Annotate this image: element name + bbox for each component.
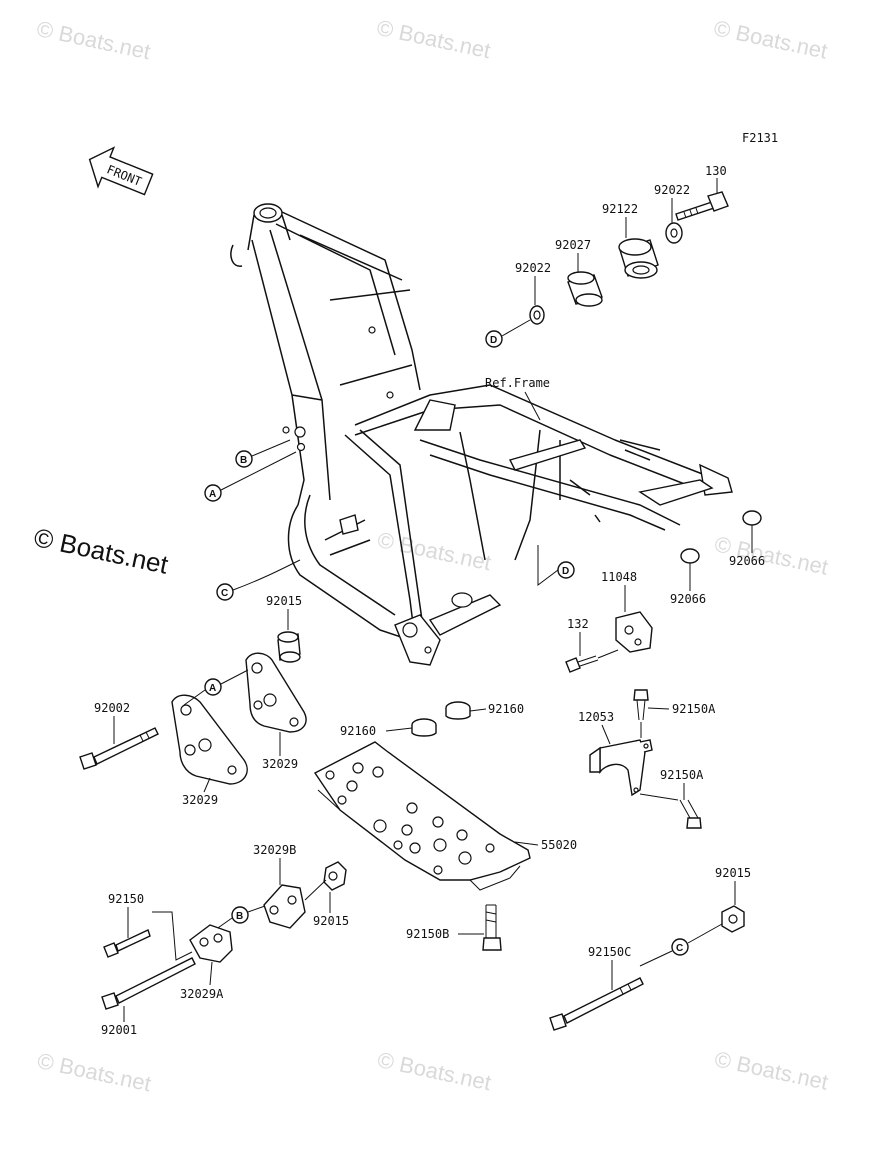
- bolt-92002: [79, 727, 159, 770]
- svg-text:© Boats.net: © Boats.net: [35, 16, 153, 64]
- bolt-92150B: [482, 904, 502, 951]
- label-92015-top: 92015: [266, 594, 302, 608]
- label-92022-left: 92022: [515, 261, 551, 275]
- callout-c-bottom: [671, 938, 689, 956]
- svg-text:A: A: [209, 683, 216, 694]
- svg-text:© Boats.net: © Boats.net: [31, 522, 171, 580]
- label-130: 130: [705, 164, 727, 178]
- front-arrow-icon: FRONT: [88, 146, 154, 196]
- clamp-12053: [589, 739, 653, 797]
- callout-a-plates: [204, 678, 222, 696]
- plate-32029-right: [245, 652, 307, 733]
- collar-92122: [618, 238, 659, 279]
- skid-plate-55020: [313, 741, 531, 891]
- label-32029B: 32029B: [253, 843, 296, 857]
- label-92015-right: 92015: [715, 866, 751, 880]
- bolt-92150A-top: [633, 689, 649, 721]
- bolt-92150C: [549, 977, 644, 1031]
- svg-text:C: C: [221, 588, 228, 599]
- label-132: 132: [567, 617, 589, 631]
- label-92015-mid: 92015: [313, 914, 349, 928]
- callout-d-top: [485, 330, 503, 348]
- bolt-92150: [103, 929, 151, 958]
- label-55020: 55020: [541, 838, 577, 852]
- label-32029-right: 32029: [262, 757, 298, 771]
- label-32029-left: 32029: [182, 793, 218, 807]
- bracket-32029B: [263, 884, 306, 929]
- svg-text:© Boats.net: © Boats.net: [712, 15, 830, 63]
- grommet-92160-left: [411, 718, 437, 737]
- callout-b-frame: [235, 450, 253, 468]
- svg-text:© Boats.net: © Boats.net: [375, 15, 493, 63]
- label-12053: 12053: [578, 710, 614, 724]
- bolt-92150A-bottom: [679, 799, 702, 829]
- label-11048: 11048: [601, 570, 637, 584]
- bracket-11048: [615, 611, 653, 653]
- svg-text:D: D: [562, 566, 569, 577]
- svg-text:A: A: [209, 489, 216, 500]
- nut-92015-mid: [323, 861, 347, 891]
- cap-92066-right: [742, 510, 762, 526]
- label-92001: 92001: [101, 1023, 137, 1037]
- bolt-132: [565, 655, 599, 673]
- label-92066-left: 92066: [670, 592, 706, 606]
- label-92122: 92122: [602, 202, 638, 216]
- frame-illustration: [230, 203, 733, 666]
- collar-92015-top: [277, 631, 301, 663]
- svg-text:© Boats.net: © Boats.net: [375, 1047, 493, 1095]
- svg-text:D: D: [490, 335, 497, 346]
- figure-code: F2131: [742, 131, 778, 145]
- svg-text:© Boats.net: © Boats.net: [712, 1046, 830, 1094]
- svg-text:© Boats.net: © Boats.net: [375, 527, 493, 575]
- svg-text:C: C: [676, 943, 683, 954]
- callout-b-bottom: [231, 906, 249, 924]
- bolt-130: [675, 191, 729, 221]
- plate-32029-left: [171, 694, 248, 785]
- label-92002: 92002: [94, 701, 130, 715]
- label-92150A-bottom: 92150A: [660, 768, 704, 782]
- callout-a-frame: [204, 484, 222, 502]
- bolt-92001: [101, 957, 196, 1010]
- label-92160-left: 92160: [340, 724, 376, 738]
- label-92150C: 92150C: [588, 945, 631, 959]
- label-92066-right: 92066: [729, 554, 765, 568]
- label-92027: 92027: [555, 238, 591, 252]
- label-92160-right: 92160: [488, 702, 524, 716]
- spacer-92027: [567, 271, 603, 307]
- label-92022-top: 92022: [654, 183, 690, 197]
- label-92150A-top: 92150A: [672, 702, 716, 716]
- label-92150: 92150: [108, 892, 144, 906]
- nut-92015-right: [721, 905, 745, 933]
- grommet-92160-right: [445, 701, 471, 720]
- svg-text:B: B: [236, 911, 243, 922]
- svg-text:B: B: [240, 455, 247, 466]
- label-92150B: 92150B: [406, 927, 449, 941]
- cap-92066-left: [680, 548, 700, 564]
- callout-c-frame: [216, 583, 234, 601]
- ref-frame-label: Ref.Frame: [485, 376, 550, 390]
- svg-text:© Boats.net: © Boats.net: [35, 1048, 153, 1096]
- label-32029A: 32029A: [180, 987, 224, 1001]
- bracket-32029A: [189, 924, 233, 963]
